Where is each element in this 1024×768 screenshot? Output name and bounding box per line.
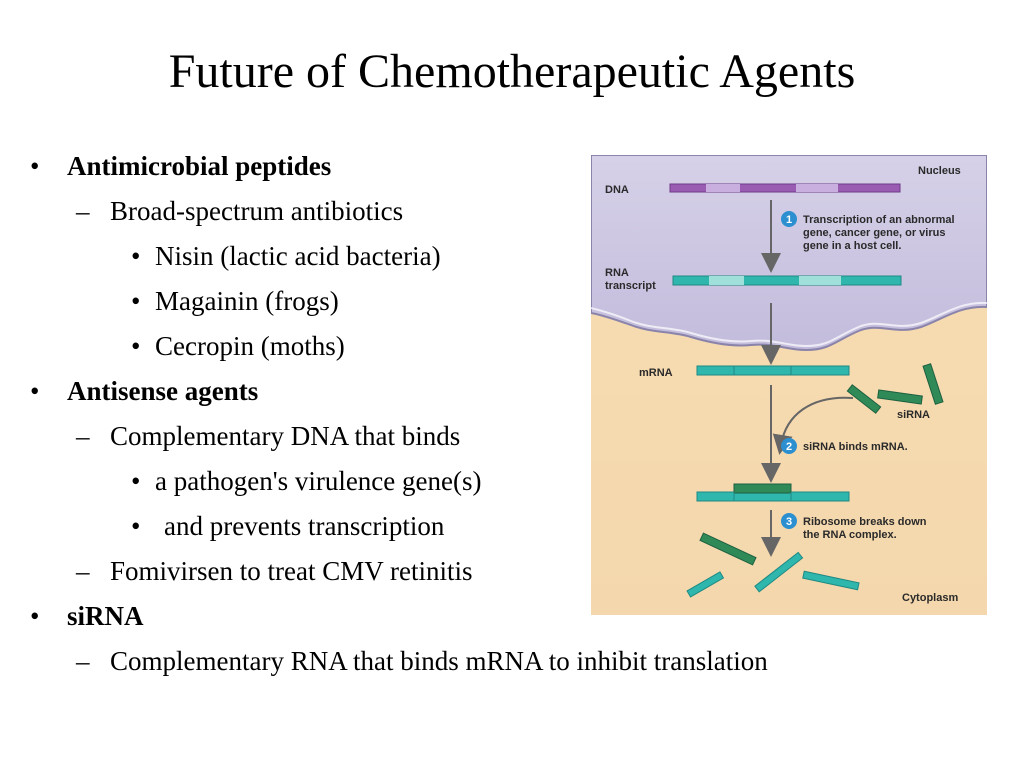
nucleus-label: Nucleus <box>918 165 961 177</box>
sirna-label: siRNA <box>897 409 930 421</box>
cytoplasm-label: Cytoplasm <box>902 592 958 604</box>
step1-number: 1 <box>786 214 792 226</box>
step1-text-line3: gene in a host cell. <box>803 240 901 252</box>
step1-text-line1: Transcription of an abnormal <box>803 214 955 226</box>
sub-bullet-text: Complementary RNA that binds mRNA to inh… <box>110 646 768 676</box>
sub-sub-bullet-text: and prevents transcription <box>164 511 445 541</box>
sub-sub-bullet-text: Cecropin (moths) <box>155 331 345 361</box>
bullet-mark: • <box>30 376 40 406</box>
step3-number: 3 <box>786 516 792 528</box>
step3-text-line1: Ribosome breaks down <box>803 516 927 528</box>
dna-label: DNA <box>605 184 629 196</box>
dash-mark: – <box>76 646 90 676</box>
mrna-strand <box>696 365 850 376</box>
sub-bullet-text: Complementary DNA that binds <box>110 421 461 451</box>
sub-sub-bullet-text: Magainin (frogs) <box>155 286 339 316</box>
bullet-text: siRNA <box>67 601 144 631</box>
step1-circle <box>781 211 797 227</box>
rna-label-line2: transcript <box>605 280 656 292</box>
dot-mark: • <box>131 286 141 316</box>
degraded-rna-fragments <box>686 532 860 598</box>
bullet-text: Antisense agents <box>67 376 259 406</box>
nuclear-membrane-highlight <box>591 301 987 348</box>
sub-bullet-text: Fomivirsen to treat CMV retinitis <box>110 556 473 586</box>
mrna-sirna-complex <box>696 483 850 502</box>
step2-number: 2 <box>786 441 792 453</box>
step3-text-line2: the RNA complex. <box>803 529 897 541</box>
dot-mark: • <box>131 466 141 496</box>
sub-sub-bullet-text: Nisin (lactic acid bacteria) <box>155 241 441 271</box>
rna-label-line1: RNA <box>605 267 629 279</box>
dash-mark: – <box>76 421 90 451</box>
step1-text-line2: gene, cancer gene, or virus <box>803 227 945 239</box>
step2-text: siRNA binds mRNA. <box>803 441 908 453</box>
sub-bullet-text: Broad-spectrum antibiotics <box>110 196 404 226</box>
dot-mark: • <box>131 511 141 541</box>
nucleus-region <box>591 155 987 352</box>
dash-mark: – <box>76 196 90 226</box>
sub-sub-bullet-text: a pathogen's virulence gene(s) <box>155 466 482 496</box>
slide-title: Future of Chemotherapeutic Agents <box>168 45 856 98</box>
sirna-diagram: Nucleus DNA RNA transcript mRNA siRNA Cy… <box>591 155 987 615</box>
bullet-mark: • <box>30 151 40 181</box>
rna-transcript-strand <box>672 275 902 286</box>
dot-mark: • <box>131 241 141 271</box>
sirna-mechanism-figure: Nucleus DNA RNA transcript mRNA siRNA Cy… <box>591 155 987 615</box>
bullet-mark: • <box>30 601 40 631</box>
step3-circle <box>781 513 797 529</box>
dot-mark: • <box>131 331 141 361</box>
curved-arrow-sirna <box>772 396 854 455</box>
sirna-fragments <box>846 363 944 414</box>
dna-strand <box>669 183 901 193</box>
dash-mark: – <box>76 556 90 586</box>
mrna-label: mRNA <box>639 367 673 379</box>
bullet-text: Antimicrobial peptides <box>67 151 332 181</box>
step2-circle <box>781 438 797 454</box>
